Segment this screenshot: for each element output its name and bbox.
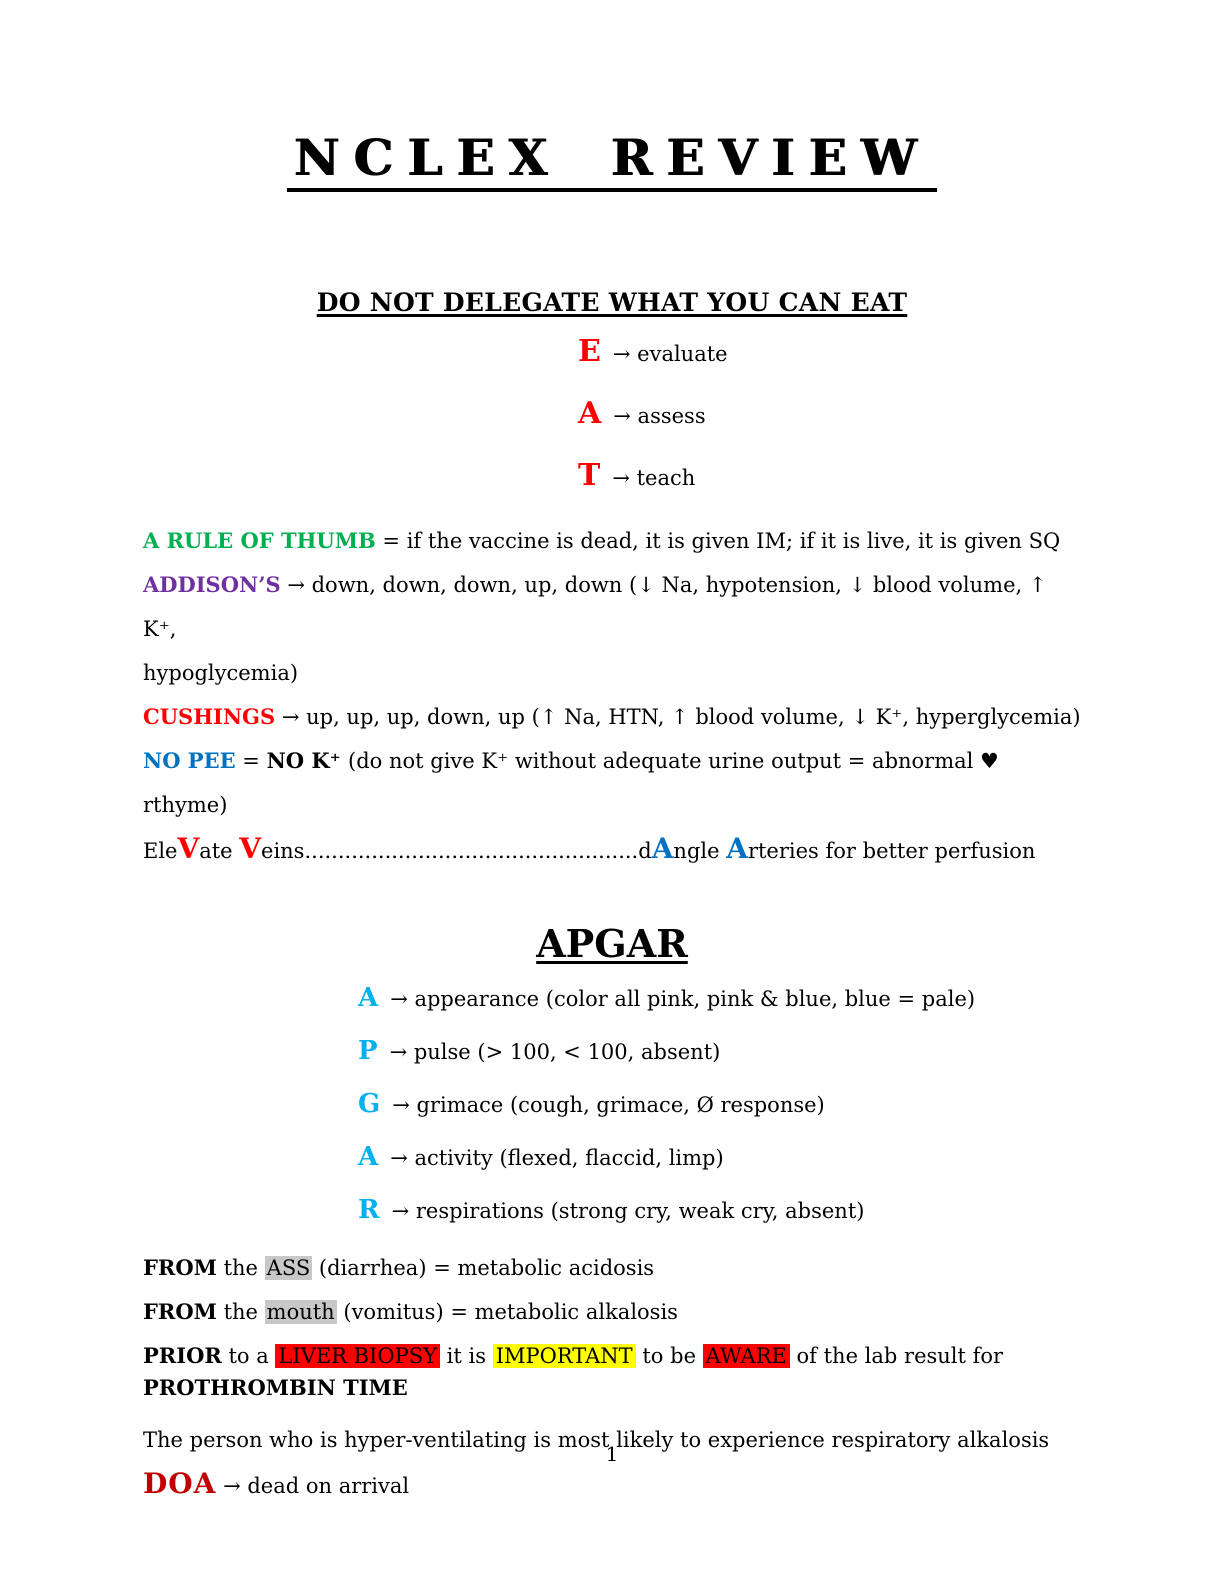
elevate-mid2: eins	[261, 839, 305, 863]
from-bold: FROM	[143, 1254, 217, 1280]
page-title: NCLEX REVIEW	[287, 130, 937, 192]
prothrombin-bold: PROTHROMBIN TIME	[143, 1374, 408, 1400]
apgar-text: → activity (flexed, flaccid, limp)	[390, 1145, 724, 1170]
eat-letter: T	[578, 458, 601, 493]
elevate-pre: Ele	[143, 839, 178, 863]
ass-highlight: ASS	[264, 1255, 313, 1280]
important-highlight: IMPORTANT	[492, 1343, 636, 1368]
apgar-letter: A	[358, 982, 379, 1013]
rule-of-thumb-lead: A RULE OF THUMB	[143, 528, 376, 553]
from-mid: the	[216, 1255, 265, 1280]
page-number: 1	[605, 1442, 619, 1466]
eat-text: → evaluate	[612, 342, 728, 366]
dot-leader: ........................................…	[304, 839, 639, 863]
addisons-text-2: hypoglycemia)	[143, 661, 299, 685]
no-pee-text: (do not give K⁺ without adequate urine o…	[143, 749, 999, 817]
apgar-heading: APGAR	[143, 921, 1081, 967]
dangle-tail: rteries for better perfusion	[747, 839, 1036, 863]
no-pee-equals: =	[235, 749, 267, 773]
mouth-highlight: mouth	[264, 1299, 337, 1324]
apgar-list: A → appearance (color all pink, pink & bl…	[358, 981, 1081, 1228]
apgar-item-activity: A → activity (flexed, flaccid, limp)	[358, 1140, 1081, 1175]
aware-highlight: AWARE	[702, 1343, 790, 1368]
apgar-letter: R	[358, 1194, 380, 1225]
liver-biopsy-line: PRIOR to a LIVER BIOPSY it is IMPORTANT …	[143, 1340, 1081, 1404]
eat-item-evaluate: E → evaluate	[578, 333, 1081, 373]
from-mouth-line: FROM the mouth (vomitus) = metabolic alk…	[143, 1290, 1081, 1334]
apgar-text: → grimace (cough, grimace, Ø response)	[392, 1092, 825, 1117]
rule-of-thumb-text: = if the vaccine is dead, it is given IM…	[375, 529, 1061, 553]
prior-t1: to a	[221, 1343, 276, 1368]
from-mid: the	[216, 1299, 265, 1324]
eat-letter: E	[578, 334, 601, 369]
elevate-mid1: ate	[199, 839, 240, 863]
doa-lead: DOA	[143, 1466, 217, 1500]
prior-bold: PRIOR	[143, 1342, 222, 1368]
eat-item-assess: A → assess	[578, 395, 1081, 435]
apgar-letter: A	[358, 1141, 379, 1172]
doa-line: DOA → dead on arrival	[143, 1462, 1081, 1508]
title-wrap: NCLEX REVIEW	[143, 0, 1081, 192]
rule-of-thumb-line: A RULE OF THUMB = if the vaccine is dead…	[143, 519, 1081, 563]
apgar-item-respirations: R → respirations (strong cry, weak cry, a…	[358, 1193, 1081, 1228]
prior-t3: to be	[635, 1343, 703, 1368]
cushings-lead: CUSHINGS	[143, 704, 276, 729]
dangle-a2: A	[726, 832, 748, 865]
apgar-letter: G	[358, 1088, 381, 1119]
notes-section: FROM the ASS (diarrhea) = metabolic acid…	[143, 1246, 1081, 1508]
cushings-text: → up, up, up, down, up (↑ Na, HTN, ↑ blo…	[275, 705, 1081, 729]
apgar-text: → appearance (color all pink, pink & blu…	[390, 986, 976, 1011]
eat-mnemonic-list: E → evaluate A → assess T → teach	[578, 333, 1081, 497]
elevate-v1: V	[177, 832, 200, 865]
addisons-lead: ADDISON’S	[143, 572, 281, 597]
apgar-text: → respirations (strong cry, weak cry, ab…	[391, 1198, 865, 1223]
dangle-a1: A	[651, 832, 674, 865]
apgar-heading-text: APGAR	[536, 921, 688, 966]
hyperventilating-line: The person who is hyper-ventilating is m…	[143, 1427, 1050, 1452]
addisons-text-1: → down, down, down, up, down (↓ Na, hypo…	[143, 573, 1047, 641]
prior-t4: of the lab result for	[789, 1343, 1004, 1368]
cushings-line: CUSHINGS → up, up, up, down, up (↑ Na, H…	[143, 695, 1081, 739]
no-pee-lead: NO PEE	[143, 748, 236, 773]
apgar-letter: P	[358, 1035, 378, 1066]
apgar-item-grimace: G → grimace (cough, grimace, Ø response)	[358, 1087, 1081, 1122]
eat-item-teach: T → teach	[578, 457, 1081, 497]
no-pee-bold: NO K⁺	[266, 748, 349, 773]
apgar-item-pulse: P → pulse (> 100, < 100, absent)	[358, 1034, 1081, 1069]
elevate-dangle-line: EleVate Veins...........................…	[143, 827, 1081, 873]
eat-text: → assess	[613, 404, 706, 428]
dangle-mid3: ngle	[673, 839, 727, 863]
from-ass-rest: (diarrhea) = metabolic acidosis	[312, 1255, 655, 1280]
prior-t2: it is	[440, 1343, 493, 1368]
dangle-d: d	[638, 839, 652, 863]
addisons-line: ADDISON’S → down, down, down, up, down (…	[143, 563, 1081, 695]
eat-letter: A	[578, 396, 602, 431]
from-mouth-rest: (vomitus) = metabolic alkalosis	[336, 1299, 678, 1324]
apgar-item-appearance: A → appearance (color all pink, pink & bl…	[358, 981, 1081, 1016]
eat-text: → teach	[612, 466, 696, 490]
no-pee-line: NO PEE = NO K⁺ (do not give K⁺ without a…	[143, 739, 1081, 827]
doa-text: → dead on arrival	[216, 1473, 410, 1498]
liver-biopsy-highlight: LIVER BIOPSY	[275, 1343, 440, 1368]
delegate-heading: DO NOT DELEGATE WHAT YOU CAN EAT	[316, 288, 908, 317]
elevate-v2: V	[239, 832, 262, 865]
from-bold: FROM	[143, 1298, 217, 1324]
from-ass-line: FROM the ASS (diarrhea) = metabolic acid…	[143, 1246, 1081, 1290]
apgar-text: → pulse (> 100, < 100, absent)	[389, 1039, 721, 1064]
